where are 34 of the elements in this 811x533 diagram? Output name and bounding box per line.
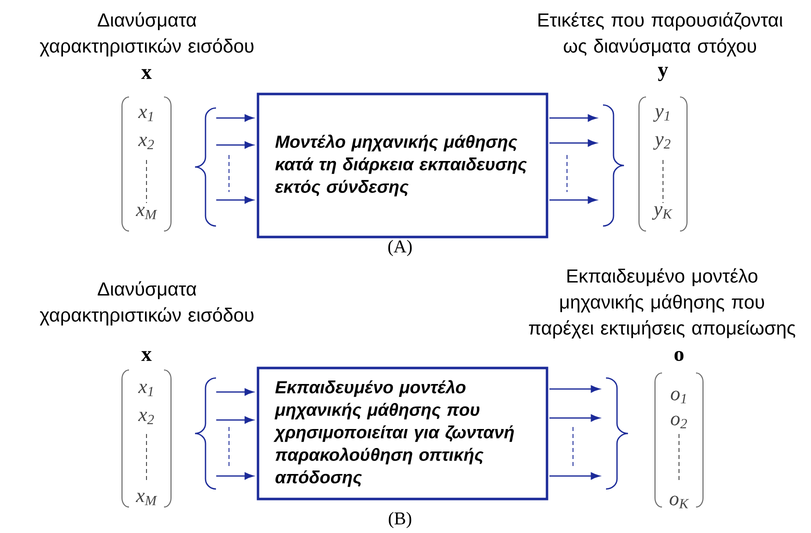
vector-entry: y$_{K}$ [652,206,672,220]
arrow [549,472,600,480]
vector-entry: o$_{2}$ [670,416,687,428]
vector-heading: Διανύσματα χαρακτηριστικών εισόδου [40,12,254,56]
arrow [216,388,254,396]
model-box: Εκπαιδευμένο μοντέλο μηχανικής μάθησης που χρησιμοποιείται για ζωντανή παρακολούθηση οπτικής απόδοσης [256,366,548,500]
arrow [549,196,597,204]
arrow [216,114,254,122]
vector-entry: o$_{K}$ [670,496,690,508]
vector-entry: o$_{1}$ [670,390,686,404]
arrow [549,139,597,147]
vector-entry: x$_{2}$ [138,412,154,424]
arrow [549,385,600,393]
arrow [216,196,254,204]
vector-heading: Ετικέτες που παρουσιάζονται ως διανύσματα στόχου [538,12,783,56]
vector-entry: x$_{1}$ [138,384,153,396]
vector-entry: x$_{M}$ [136,492,158,506]
vector-entry: x$_{1}$ [138,108,153,122]
arrow [549,414,600,422]
vector-symbol: o [674,350,684,362]
model-box: Μοντέλο μηχανικής μάθησης κατά τη διάρκεια εκπαιδευσης εκτός σύνδεσης [256,92,548,238]
vector-entry: y$_{1}$ [653,108,670,122]
vector-entry: y$_{2}$ [653,136,670,150]
vector-symbol: x [141,351,152,361]
arrow [216,472,254,480]
arrow [216,141,254,149]
vector-symbol: y [658,66,668,82]
vector-heading: Διανύσματα χαρακτηριστικών εισόδου [40,281,254,326]
vector-entry: x$_{M}$ [136,206,158,220]
vector-symbol: x [141,69,152,79]
arrow [216,416,254,424]
arrow [549,114,597,122]
vector-entry: x$_{2}$ [138,136,154,150]
vector-heading: Εκπαιδευμένο μοντέλο μηχανικής μάθησης που παρέχει εκτιμήσεις απομείωσης [528,268,796,338]
